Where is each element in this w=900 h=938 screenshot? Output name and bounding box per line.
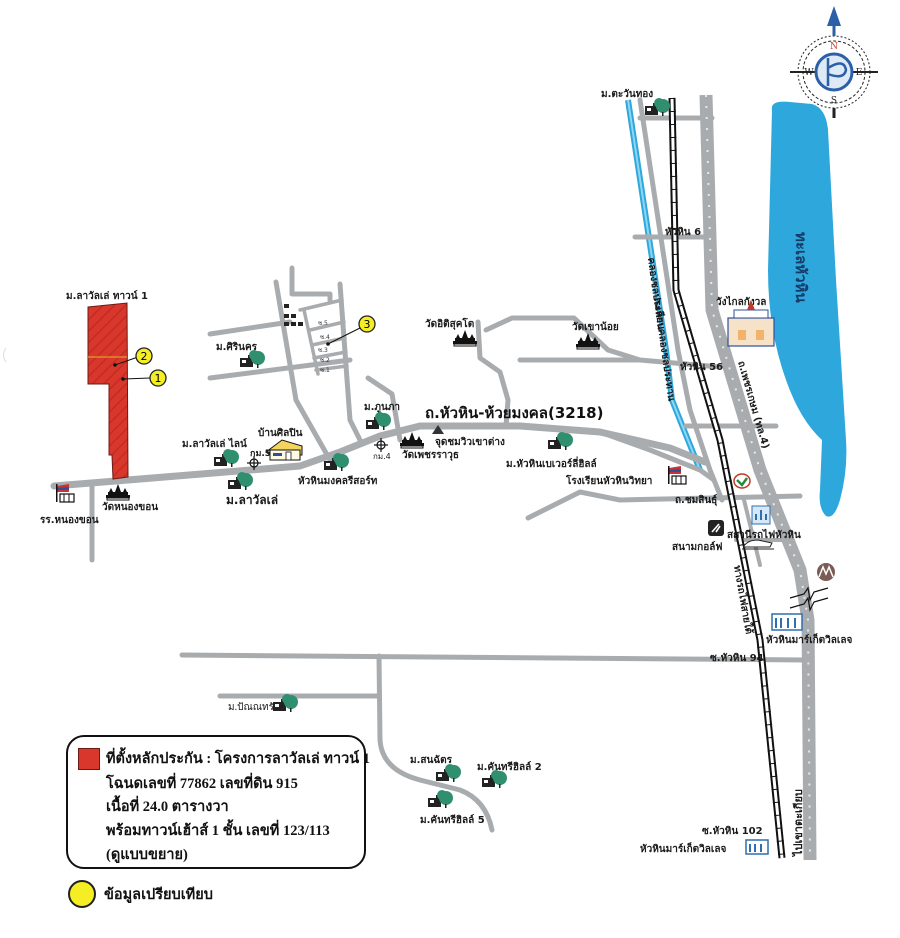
comparison-marker-icon (68, 880, 96, 908)
place-label: โรงเรียนหัวหินวิทยา (565, 474, 652, 487)
comparison-label: ข้อมูลเปรียบเทียบ (104, 887, 213, 903)
place-label: หัวหินมาร์เก็ตวิลเลจ (640, 841, 726, 855)
station-icon (751, 505, 771, 525)
legend-see-enlarged[interactable]: (ดูแบบขยาย) (106, 847, 188, 863)
marker-2[interactable]: 2 (113, 347, 153, 367)
place-label: ม.ศิรินคร (216, 341, 258, 353)
village-icon (645, 98, 670, 116)
bank-icon (733, 473, 751, 489)
scan-mark (3, 347, 7, 363)
train-icon (742, 539, 774, 550)
village-icon (366, 412, 391, 430)
compass-rose-icon: N S E W (790, 6, 878, 118)
road-label: หัวหิน 6 (665, 226, 701, 238)
legend-deed: โฉนดเลขที่ 77862 เลขที่ดิน 915 (106, 776, 298, 792)
legend-building: พร้อมทาวน์เฮ้าส์ 1 ชั้น เลขที่ 123/113 (106, 823, 330, 839)
km-label: กม.4 (373, 452, 391, 461)
road-label: หัวหิน 56 (680, 361, 723, 373)
place-label: วัดอิติสุคโต (425, 317, 474, 330)
highway-phetkasem (699, 94, 817, 861)
place-label: ม.ลาวัลเล่ ไลน์ (182, 437, 247, 450)
place-label: วัดเขาน้อย (572, 321, 619, 333)
viewpoint-icon (432, 425, 444, 434)
legend-area: เนื้อที่ 24.0 ตารางวา (106, 799, 229, 815)
subject-label: ม.ลาวัลเล่ ทาวน์ 1 (66, 290, 148, 302)
road-label: ซ.หัวหิน 102 (702, 825, 763, 837)
bank-logo-icon (817, 563, 835, 581)
soi-label: ซ.3 (318, 347, 328, 354)
km-label: กม.5 (250, 449, 271, 459)
soi-label: ซ.1 (320, 367, 330, 374)
temple-icon (452, 329, 478, 347)
place-label: ม.สนฉัตร (410, 754, 453, 766)
sea-label: ทะเลหัวหิน (792, 232, 810, 303)
road-label: ซ.หัวหิน 94 (710, 652, 764, 664)
svg-text:E: E (856, 68, 863, 78)
temple-icon (575, 332, 601, 350)
market-icon (771, 613, 803, 631)
place-label: ม.คันทรีฮิลล์ 5 (420, 814, 485, 826)
road-break-icon (789, 586, 829, 612)
svg-text:W: W (804, 68, 814, 78)
railway (668, 97, 786, 859)
marker-3[interactable]: 3 (326, 315, 376, 346)
place-label: หัวหินมงคลรีสอร์ท (298, 475, 378, 487)
houses-icon (284, 304, 303, 326)
svg-text:S: S (831, 96, 837, 106)
house-icon (265, 439, 303, 461)
soi-label: ซ.4 (320, 334, 330, 341)
market-icon (745, 839, 769, 855)
place-label: ม.ลาวัลเล่ (226, 493, 278, 507)
place-label: วังไกลกังวล (716, 295, 766, 308)
svg-text:2: 2 (141, 350, 148, 363)
main-road-label: ถ.หัวหิน-ห้วยมงคล(3218) (425, 404, 603, 422)
place-label: สนามกอล์ฟ (672, 541, 722, 553)
golf-icon (708, 520, 724, 536)
place-label: ม.หัวหินเบเวอร์ลี่ฮิลล์ (506, 456, 597, 470)
village-icon (548, 432, 573, 450)
place-label: หัวหินมาร์เก็ตวิลเลจ (766, 632, 852, 646)
place-label: จุดชมวิวเขาต่าง (435, 436, 505, 448)
subject-property-parcel (87, 302, 129, 480)
to-khao-takiab-label: ไปเขาตะเกียบ (791, 789, 805, 858)
place-label: ม.ตะวันทอง (601, 88, 653, 100)
svg-text:N: N (830, 42, 838, 52)
soi-label: ซ.2 (320, 357, 330, 364)
legend-title: ที่ตั้งหลักประกัน : โครงการลาวัลเล่ ทาวน… (106, 751, 371, 767)
temple-icon (399, 431, 425, 449)
place-label: บ้านศิลปิน (258, 427, 303, 439)
place-label: รร.หนองขอน (40, 515, 99, 526)
sea-area (768, 101, 847, 517)
palace-icon (727, 300, 775, 347)
village-icon (436, 764, 461, 782)
place-label: ม.คันทรีฮิลล์ 2 (477, 761, 542, 773)
place-label: วัดหนองขอน (102, 501, 158, 513)
subject-swatch-icon (78, 748, 100, 770)
village-icon (214, 449, 239, 467)
school-icon (667, 465, 687, 485)
road-network (50, 97, 809, 833)
svg-text:1: 1 (155, 372, 162, 385)
svg-text:3: 3 (364, 318, 371, 331)
place-label: ม.ปัณณทรัพย์ (228, 701, 286, 713)
marker-1[interactable]: 1 (121, 369, 167, 387)
legend-box: ที่ตั้งหลักประกัน : โครงการลาวัลเล่ ทาวน… (66, 735, 370, 869)
soi-label: ซ.5 (318, 320, 328, 327)
road-label: ถ.ชมสินธุ์ (675, 494, 717, 506)
place-label: วัดเพชรราวุธ (402, 449, 459, 461)
place-label: ม.ภูนภา (364, 402, 400, 414)
village-icon (428, 790, 453, 808)
place-label: สถานีรถไฟหัวหิน (727, 528, 801, 541)
temple-icon (105, 483, 131, 501)
